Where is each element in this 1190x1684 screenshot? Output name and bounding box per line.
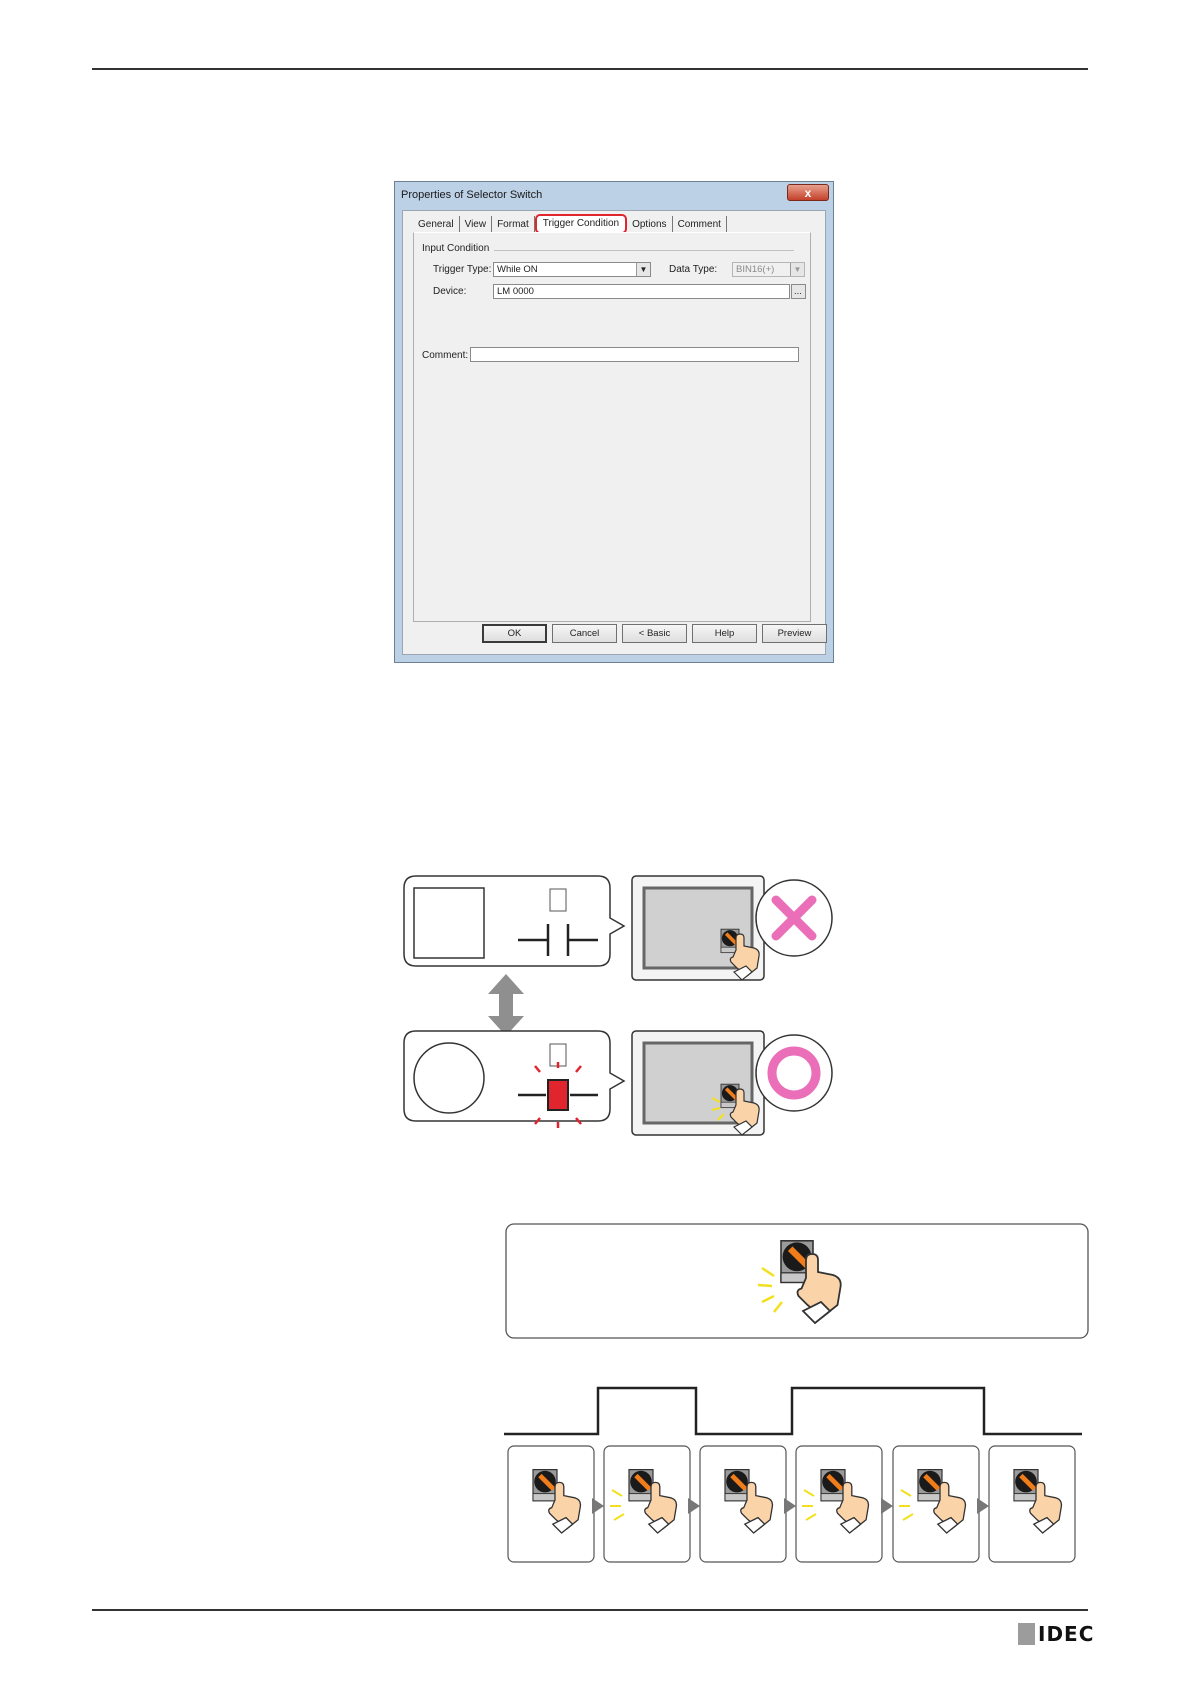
double-arrow-icon [488,974,524,1036]
logo-mark [1018,1623,1035,1645]
sequence-frames [508,1446,1075,1562]
touch-example-box [506,1224,1088,1338]
screen-panel-top [632,876,764,980]
timing-waveform [504,1388,1082,1434]
on-state-box [404,1031,624,1128]
idec-logo: IDEC [1018,1622,1094,1646]
off-state-box [404,876,624,966]
footer-rule [92,1609,1088,1611]
screen-panel-bottom [632,1031,764,1135]
logo-text: IDEC [1038,1622,1094,1646]
cross-mark-icon [756,880,832,956]
circle-mark-icon [756,1035,832,1111]
